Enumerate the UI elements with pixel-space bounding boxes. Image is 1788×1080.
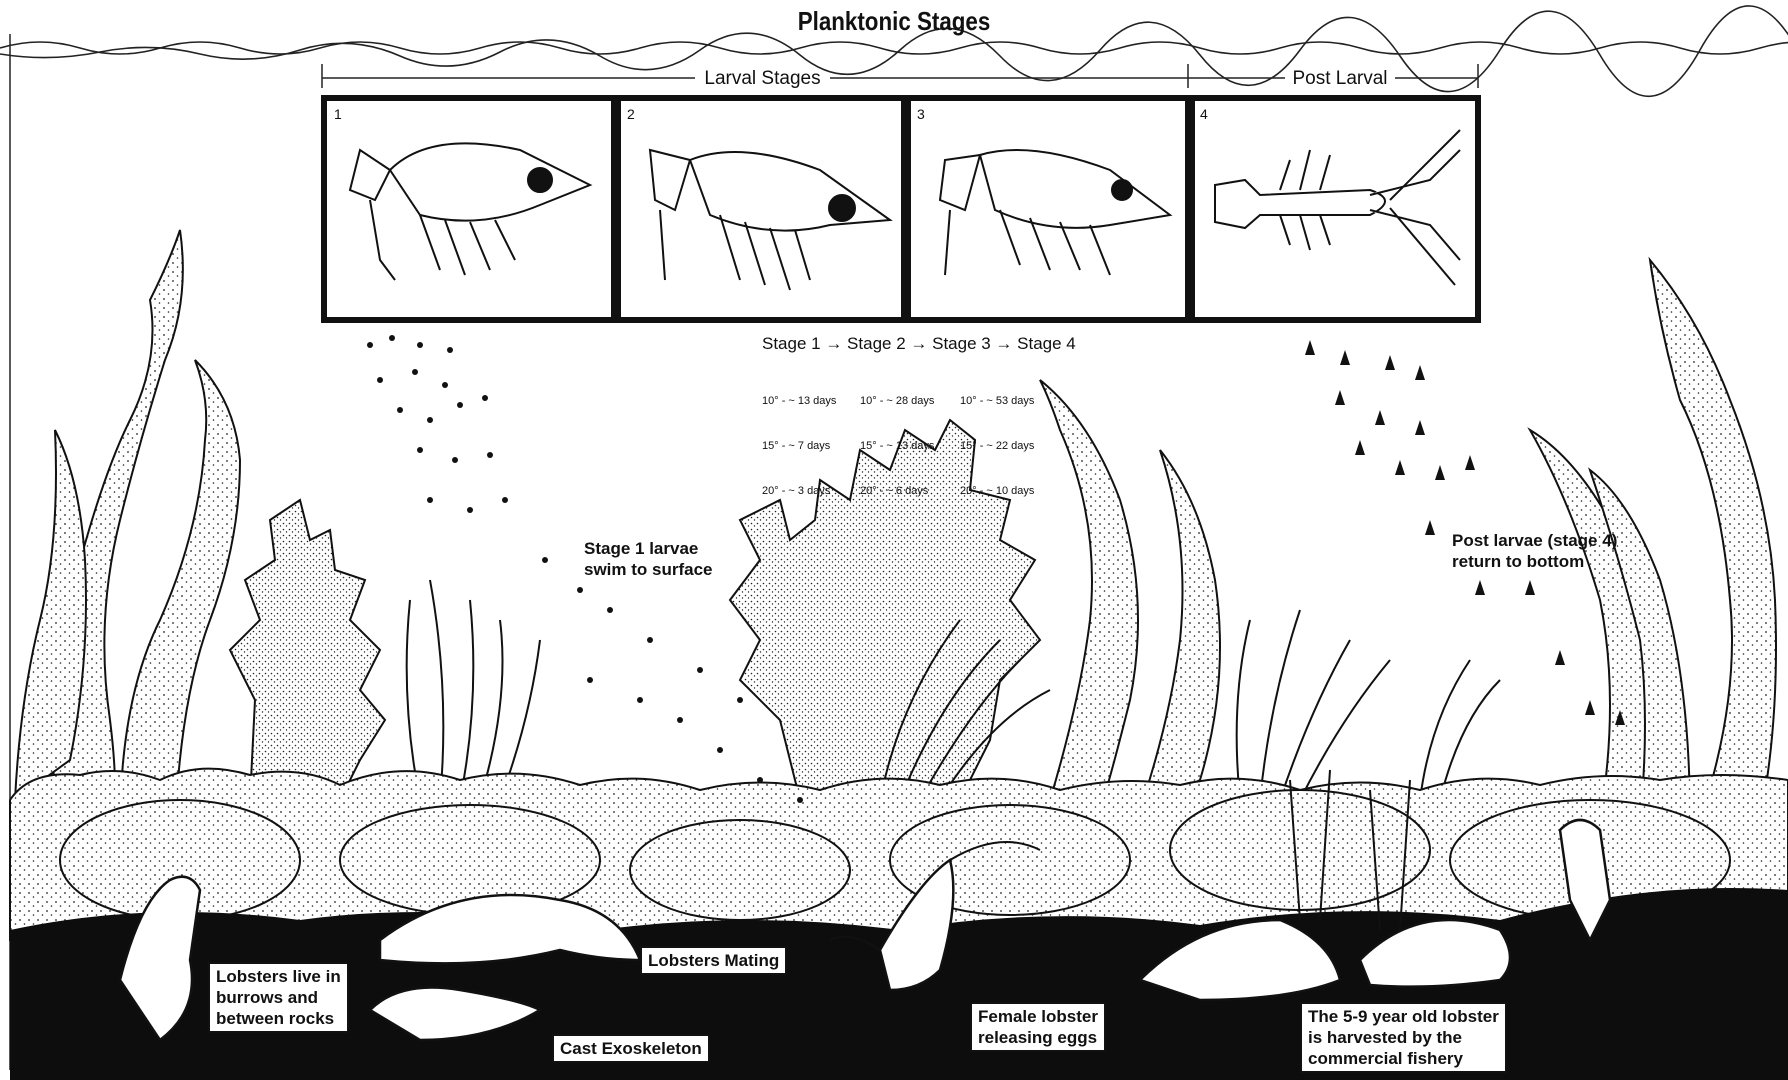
temp-line: 20° - ~ 10 days — [960, 484, 1034, 499]
annotation-line: swim to surface — [584, 559, 713, 580]
temp-line: 20° - ~ 3 days — [762, 484, 836, 499]
post-larval-header: Post Larval — [1285, 68, 1395, 90]
label-line: is harvested by the — [1308, 1027, 1499, 1048]
stage-1-number: 1 — [334, 106, 342, 122]
annotation-larvae-swim: Stage 1 larvae swim to surface — [584, 538, 713, 580]
temp-column-1: 10° - ~ 13 days 15° - ~ 7 days 20° - ~ 3… — [762, 364, 836, 514]
larval-stages-header: Larval Stages — [695, 68, 830, 90]
annotation-line: return to bottom — [1452, 551, 1617, 572]
stage-2-number: 2 — [627, 106, 635, 122]
stage-3-number: 3 — [917, 106, 925, 122]
temp-line: 10° - ~ 28 days — [860, 394, 934, 409]
kelp-center — [1040, 380, 1220, 810]
temp-line: 10° - ~ 13 days — [762, 394, 836, 409]
temp-line: 15° - ~ 22 days — [960, 439, 1034, 454]
stage-4-number: 4 — [1200, 106, 1208, 122]
temp-line: 15° - ~ 7 days — [762, 439, 836, 454]
temp-line: 10° - ~ 53 days — [960, 394, 1034, 409]
kelp-left — [15, 230, 240, 830]
seabed-rocks — [10, 769, 1788, 940]
label-line: Lobsters live in — [216, 966, 341, 987]
label-line: between rocks — [216, 1008, 341, 1029]
coral-left — [230, 500, 385, 800]
label-exoskeleton: Cast Exoskeleton — [552, 1034, 710, 1063]
label-line: commercial fishery — [1308, 1048, 1499, 1069]
temp-column-3: 10° - ~ 53 days 15° - ~ 22 days 20° - ~ … — [960, 364, 1034, 514]
temp-column-2: 10° - ~ 28 days 15° - ~ 13 days 20° - ~ … — [860, 364, 934, 514]
label-mating: Lobsters Mating — [640, 946, 787, 975]
stage-sequence: Stage 1 → Stage 2 → Stage 3 → Stage 4 — [762, 334, 1076, 354]
label-line: The 5-9 year old lobster — [1308, 1006, 1499, 1027]
annotation-line: Stage 1 larvae — [584, 538, 713, 559]
annotation-post-larvae: Post larvae (stage 4) return to bottom — [1452, 530, 1617, 572]
temp-line: 20° - ~ 6 days — [860, 484, 934, 499]
label-line: burrows and — [216, 987, 341, 1008]
label-female: Female lobster releasing eggs — [970, 1002, 1106, 1052]
label-line: releasing eggs — [978, 1027, 1098, 1048]
label-harvest: The 5-9 year old lobster is harvested by… — [1300, 1002, 1507, 1073]
label-burrows: Lobsters live in burrows and between roc… — [208, 962, 349, 1033]
temp-line: 15° - ~ 13 days — [860, 439, 934, 454]
page-title: Planktonic Stages — [125, 6, 1663, 37]
label-line: Female lobster — [978, 1006, 1098, 1027]
annotation-line: Post larvae (stage 4) — [1452, 530, 1617, 551]
